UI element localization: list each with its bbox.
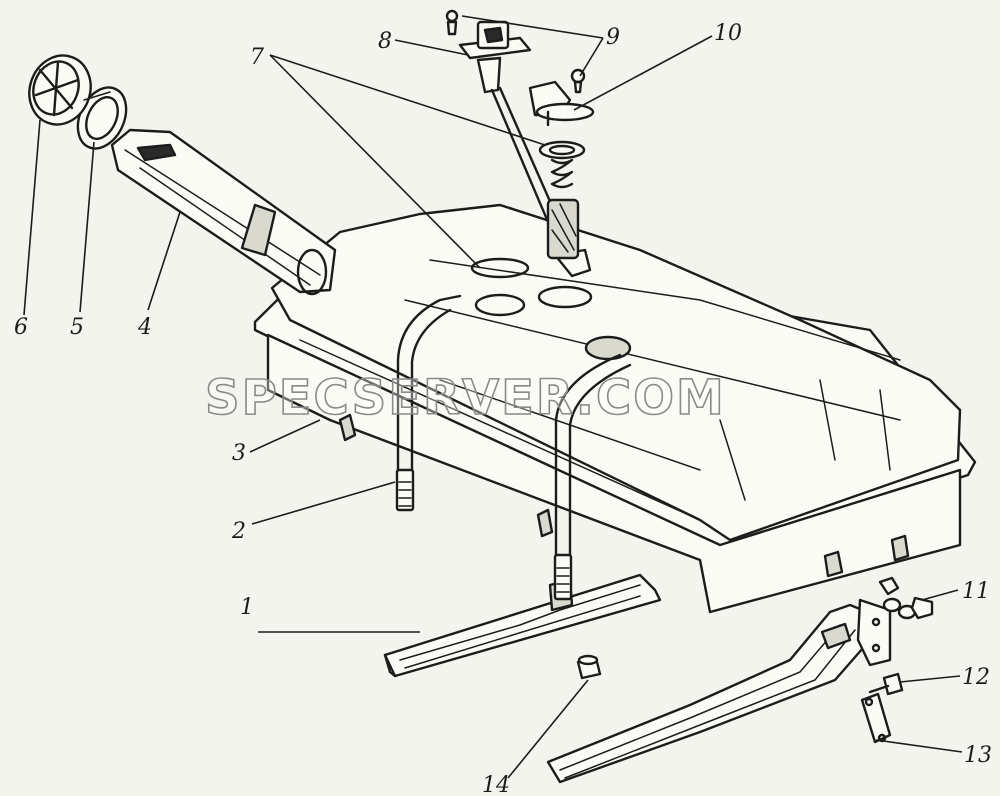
lock-plate [860,692,892,744]
callout-5: 5 [70,315,84,340]
callout-11: 11 [962,579,990,604]
callout-10: 10 [714,21,742,46]
watermark-text: SPECSERVER.COM [205,370,726,426]
callout-1: 1 [240,595,254,620]
mounting-rail-right [546,598,892,784]
strap-bolt-2 [553,553,573,601]
callout-8: 8 [378,29,392,54]
callout-14: 14 [482,773,510,796]
nut-washer-set [878,576,934,620]
filler-gasket [76,86,128,150]
filler-cap [28,54,111,126]
callout-7: 7 [250,45,264,70]
callout-13: 13 [964,743,992,768]
leader-lines [23,15,963,779]
mounting-rail-left [383,573,662,678]
strap-bolt [395,468,415,512]
callout-9: 9 [606,25,620,50]
drain-plug [576,654,602,680]
callout-2: 2 [231,519,246,544]
callout-12: 12 [962,665,990,690]
bracket-bolt [868,672,904,696]
callout-3: 3 [232,441,246,466]
fuel-tank [253,203,977,614]
callout-4: 4 [137,315,152,340]
callout-labels: 1 2 3 4 5 6 7 8 9 10 11 12 13 14 [14,21,992,796]
filler-neck [110,128,337,296]
callout-6: 6 [14,315,28,340]
